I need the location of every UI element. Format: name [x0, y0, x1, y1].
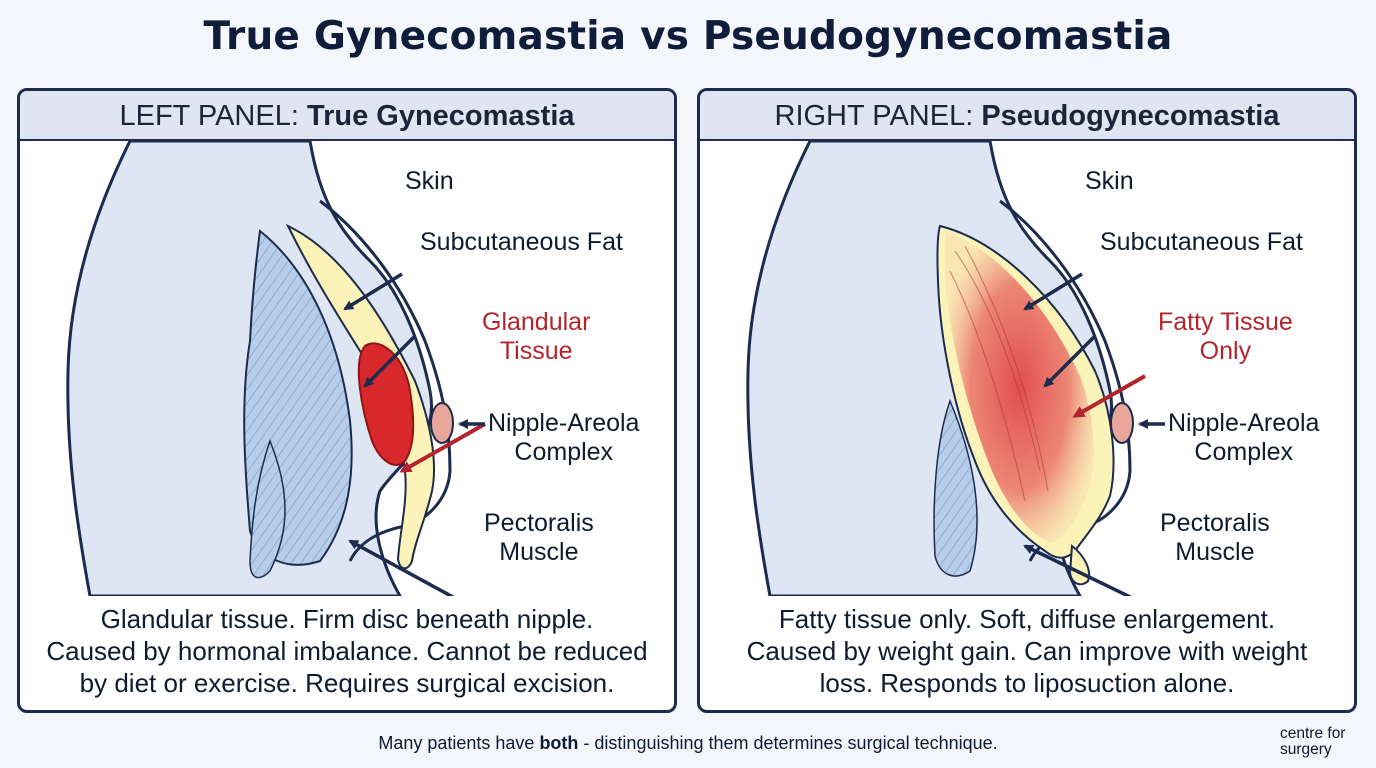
fatty-tissue-label: Fatty Tissue Only — [1158, 308, 1293, 366]
pectoralis-muscle-label-line2: Muscle — [499, 538, 579, 566]
nipple-areola-label: Nipple-Areola Complex — [1168, 409, 1319, 467]
nipple-areola-label-line2: Complex — [1194, 438, 1294, 466]
pectoralis-muscle-label-line1: Pectoralis — [484, 509, 594, 537]
skin-label: Skin — [405, 167, 454, 195]
left-panel: LEFT PANEL: True Gynecomastia — [17, 88, 677, 713]
fatty-tissue-arrow — [1072, 374, 1146, 418]
pectoralis-muscle-label-line1: Pectoralis — [1160, 509, 1270, 537]
footer-text-bold: both — [539, 733, 579, 753]
skin-arrow — [343, 272, 403, 311]
subcutaneous-fat-label: Subcutaneous Fat — [1100, 228, 1303, 256]
left-description-line1: Glandular tissue. Firm disc beneath nipp… — [100, 604, 594, 634]
left-panel-header: LEFT PANEL: True Gynecomastia — [20, 91, 674, 141]
right-panel-header-prefix: RIGHT PANEL: — [774, 100, 974, 132]
right-description-line2: Caused by weight gain. Can improve with … — [746, 636, 1308, 666]
pectoralis-muscle-lower — [249, 438, 286, 579]
fat-arrow — [1043, 334, 1097, 388]
muscle-arrow — [348, 539, 455, 596]
glandular-tissue-label: Glandular Tissue — [482, 308, 590, 366]
nipple-areola-label-line1: Nipple-Areola — [488, 409, 640, 437]
pectoralis-muscle-shape — [933, 398, 978, 577]
pectoralis-muscle-label-line2: Muscle — [1175, 538, 1255, 566]
right-description-line3: loss. Responds to liposuction alone. — [819, 668, 1235, 698]
nipple-areola-label: Nipple-Areola Complex — [488, 409, 639, 467]
footer-text-after: - distinguishing them determines surgica… — [578, 733, 998, 753]
skin-label: Skin — [1085, 167, 1134, 195]
left-panel-header-prefix: LEFT PANEL: — [119, 100, 299, 132]
muscle-striations — [949, 245, 1049, 502]
left-description-line2: Caused by hormonal imbalance. Cannot be … — [46, 636, 648, 666]
page-title: True Gynecomastia vs Pseudogynecomastia — [203, 14, 1173, 59]
left-description-line3: by diet or exercise. Requires surgical e… — [79, 668, 615, 698]
right-description-line1: Fatty tissue only. Soft, diffuse enlarge… — [778, 604, 1276, 634]
logo-line1: centre for — [1280, 725, 1346, 742]
muscle-arrow — [1023, 544, 1133, 596]
subcutaneous-fat-label: Subcutaneous Fat — [420, 228, 623, 256]
glandular-tissue-disc — [357, 342, 415, 466]
left-panel-header-title: True Gynecomastia — [306, 100, 575, 132]
fat-lower-tail — [1068, 544, 1091, 586]
nipple-areola — [430, 402, 454, 444]
nipple-areola-label-line1: Nipple-Areola — [1168, 409, 1320, 437]
fatty-tissue-red-glow — [945, 231, 1094, 543]
right-panel: RIGHT PANEL: Pseudogynecomastia — [697, 88, 1357, 713]
nipple-areola-label-line2: Complex — [514, 438, 614, 466]
brand-logo: centre for surgery — [1280, 726, 1345, 758]
pseudogynecomastia-illustration — [746, 141, 1165, 596]
pectoralis-muscle-label: Pectoralis Muscle — [1160, 509, 1270, 567]
gland-arrow — [399, 422, 486, 473]
right-panel-header-title: Pseudogynecomastia — [981, 100, 1280, 132]
chest-skin-outline — [319, 199, 452, 562]
footer-text-before: Many patients have — [378, 733, 540, 753]
right-panel-description: Fatty tissue only. Soft, diffuse enlarge… — [710, 603, 1344, 699]
logo-line2: surgery — [1280, 741, 1332, 758]
true-gynecomastia-illustration — [66, 141, 486, 596]
glandular-tissue-label-line2: Tissue — [499, 337, 573, 365]
pectoralis-muscle-label: Pectoralis Muscle — [484, 509, 594, 567]
nipple-areola — [1110, 402, 1134, 444]
fatty-tissue-label-line2: Only — [1199, 337, 1252, 365]
glandular-tissue-label-line1: Glandular — [482, 308, 591, 336]
left-panel-description: Glandular tissue. Firm disc beneath nipp… — [30, 603, 664, 699]
fatty-tissue-label-line1: Fatty Tissue — [1158, 308, 1293, 336]
skin-arrow — [1023, 272, 1083, 311]
fat-arrow — [363, 334, 417, 388]
right-panel-header: RIGHT PANEL: Pseudogynecomastia — [700, 91, 1354, 141]
footer-note: Many patients have both - distinguishing… — [0, 733, 1376, 754]
